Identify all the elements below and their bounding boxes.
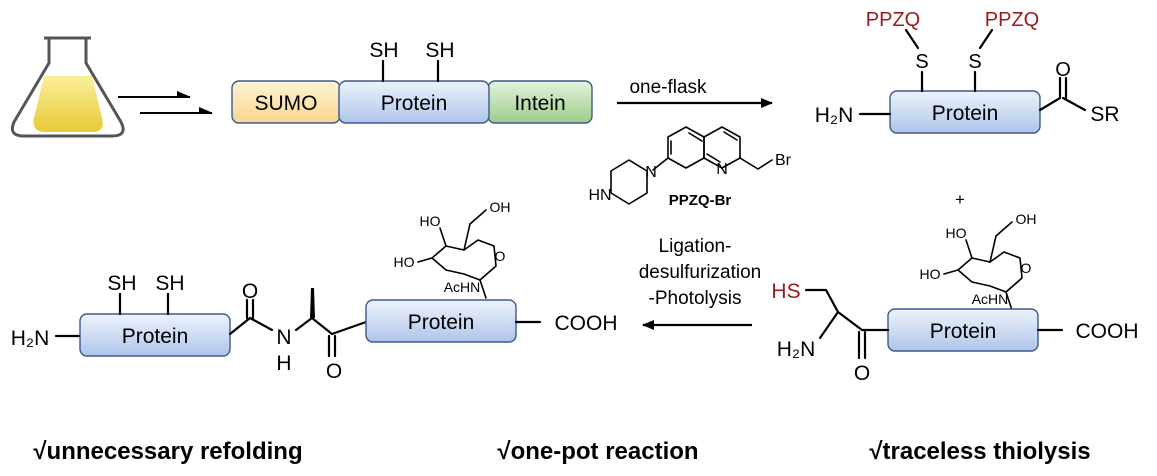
cys-glycoprotein: HO OH HO O AcHN Protein COOH HS H₂N O (771, 211, 1138, 385)
left-thiol-1: SH (107, 272, 136, 295)
right-protein-label: Protein (930, 320, 997, 343)
left-cooh-label: COOH (555, 312, 618, 335)
ppzq-thioester-product: Protein H₂N S S PPZQ PPZQ O SR (815, 9, 1120, 134)
right-sugar-oh: OH (1016, 211, 1037, 227)
right-sugar-ho-2: HO (920, 266, 941, 282)
left-sugar-ho-1: HO (420, 213, 441, 229)
sumo-label: SUMO (255, 92, 318, 115)
product-h2n-label: H₂N (815, 104, 853, 127)
right-h2n-label: H₂N (777, 338, 815, 361)
ligation-label-line3: -Photolysis (649, 288, 742, 309)
left-protein-label-2: Protein (408, 311, 475, 334)
left-sugar-achn: AcHN (444, 279, 481, 295)
one-flask-label: one-flask (629, 77, 707, 98)
reagent-hn-label: HN (588, 187, 611, 204)
right-cooh-label: COOH (1076, 320, 1139, 343)
left-amide-o: O (242, 280, 258, 303)
product-carbonyl-o: O (1055, 59, 1071, 81)
advantage-3: √traceless thiolysis (869, 438, 1090, 465)
thiol-label-2: SH (425, 39, 454, 62)
left-h2n-label: H₂N (11, 327, 49, 350)
ppzq-br-structure: HN N N Br PPZQ-Br (588, 126, 792, 209)
advantage-2: √one-pot reaction (497, 438, 698, 465)
product-ppzq-1: PPZQ (866, 9, 920, 31)
ligated-glycoprotein-product: H₂N Protein SH SH O N H O HO OH HO O AcH… (11, 199, 618, 383)
left-amide-h: H (276, 352, 291, 375)
ligation-label-line2: desulfurization (639, 262, 762, 283)
ligation-label-line1: Ligation- (659, 236, 732, 257)
right-carbonyl-o: O (854, 362, 870, 385)
advantage-1: √unnecessary refolding (33, 438, 302, 465)
protein-label: Protein (381, 92, 448, 115)
product-s-2: S (968, 51, 981, 73)
product-sr-label: SR (1090, 103, 1119, 126)
product-s-1: S (915, 51, 928, 73)
reagent-name: PPZQ-Br (669, 192, 732, 209)
plus-sign: + (955, 190, 965, 209)
reagent-n-piperazine: N (645, 164, 657, 181)
reagent-br-label: Br (775, 152, 792, 169)
left-protein-label-1: Protein (122, 325, 189, 348)
thiol-label-1: SH (369, 39, 398, 62)
intein-label: Intein (514, 92, 565, 115)
left-ketone-o: O (326, 360, 342, 383)
left-sugar-ho-2: HO (394, 254, 415, 270)
right-sugar-ring-o: O (1021, 260, 1032, 276)
right-sugar-ho-1: HO (946, 225, 967, 241)
product-protein-label: Protein (932, 102, 999, 125)
left-thiol-2: SH (155, 272, 184, 295)
fusion-protein: SUMO Protein Intein SH SH (231, 39, 593, 124)
expression-arrows (118, 91, 213, 114)
left-sugar-ring-o: O (495, 248, 506, 264)
product-ppzq-2: PPZQ (985, 9, 1039, 31)
left-sugar-oh: OH (490, 199, 511, 215)
right-sugar-achn: AcHN (972, 291, 1009, 307)
reagent-n-quinoline: N (716, 161, 728, 178)
erlenmeyer-flask-icon (10, 36, 125, 138)
right-hs-label: HS (771, 280, 800, 303)
left-amide-n: N (276, 326, 291, 349)
